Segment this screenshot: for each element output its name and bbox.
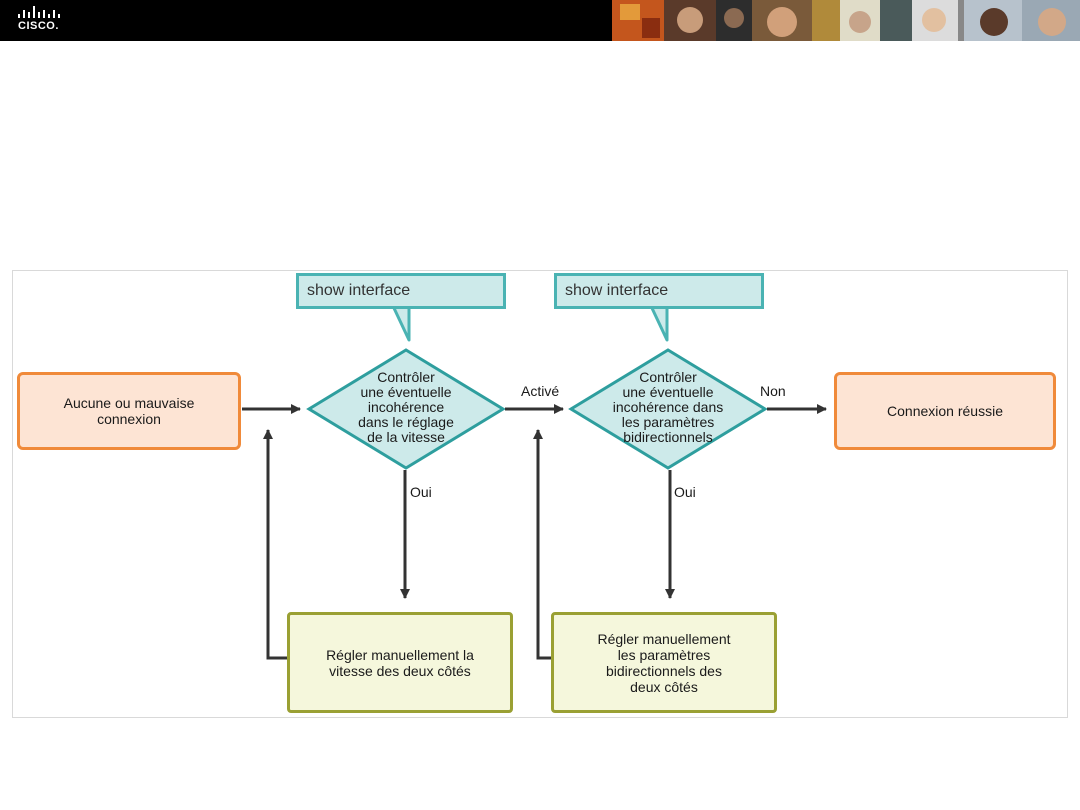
callout-show-interface-2: show interface [554, 273, 764, 309]
label-oui-2: Oui [674, 484, 696, 500]
cisco-logo-icon [18, 6, 60, 18]
callout-show-interface-1: show interface [296, 273, 506, 309]
end-box: Connexion réussie [834, 372, 1056, 450]
decision-1-text: Contrôler une éventuelle incohérence dan… [358, 369, 454, 445]
label-active: Activé [521, 383, 560, 399]
arrow-action2-loop [533, 429, 553, 660]
cisco-logo-text: CISCO. [18, 20, 59, 32]
label-non: Non [760, 383, 786, 399]
header-photo-strip [612, 0, 1080, 41]
header-bar: CISCO. [0, 0, 1080, 41]
label-oui-1: Oui [410, 484, 432, 500]
callout-2-pointer [649, 304, 669, 342]
start-box: Aucune ou mauvaise connexion [17, 372, 241, 450]
decision-2-diamond [568, 348, 768, 470]
decision-1-diamond [306, 348, 506, 470]
diagram-frame [12, 270, 1068, 718]
arrow-action1-loop [263, 429, 289, 660]
action-1-box: Régler manuellement la vitesse des deux … [287, 612, 513, 713]
action-2-box: Régler manuellement les paramètres bidir… [551, 612, 777, 713]
callout-1-pointer [391, 304, 411, 342]
decision-2-text: Contrôler une éventuelle incohérence dan… [612, 369, 724, 445]
